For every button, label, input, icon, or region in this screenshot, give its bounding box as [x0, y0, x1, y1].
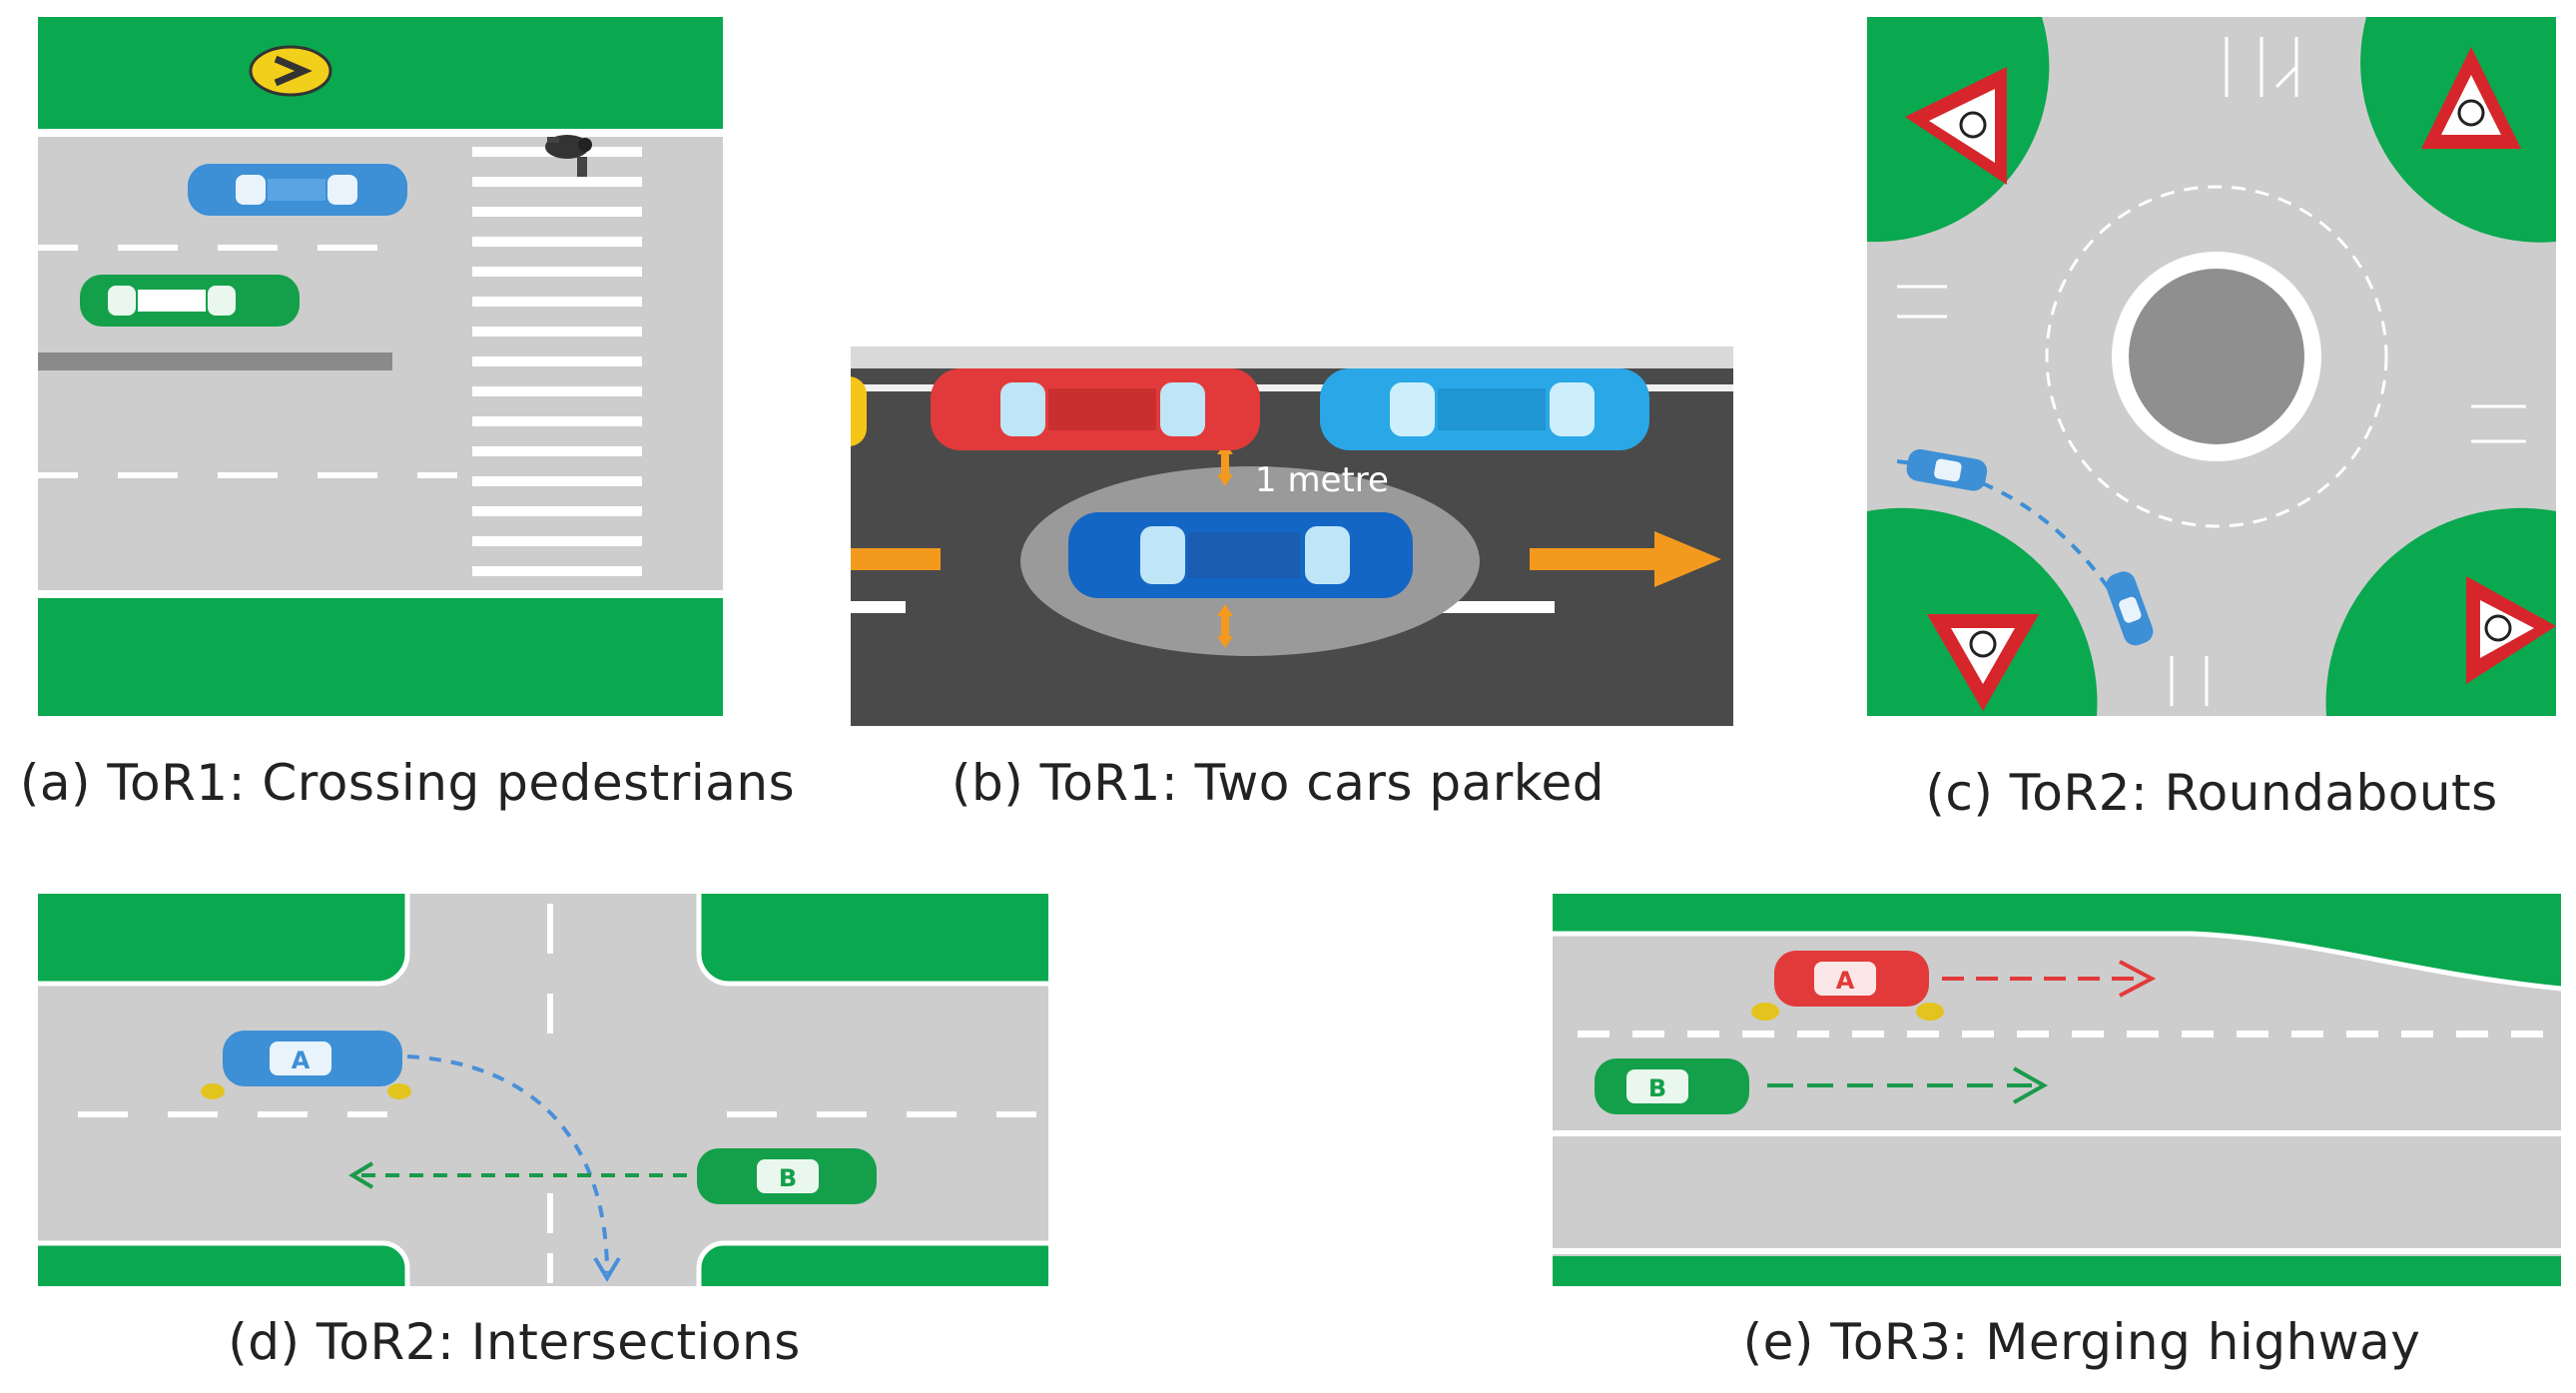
red-parked-car [931, 368, 1260, 450]
car-b-arrow-icon [2013, 1066, 2049, 1104]
zebra-crossing [472, 147, 642, 576]
blue-car [188, 164, 407, 216]
lane-markings [1578, 1031, 2543, 1038]
gap-arrow-bottom [1217, 604, 1233, 648]
roundabout-diagram [1867, 17, 2556, 716]
car-b: B [1595, 1058, 1749, 1114]
central-island [2129, 269, 2304, 444]
road-edge-bottom [38, 590, 723, 598]
lane-arrows [1897, 37, 2526, 706]
road-edge-bottom [1553, 1248, 2561, 1254]
arrow-tail [851, 548, 941, 570]
caption-e: (e) ToR3: Merging highway [1742, 1313, 2421, 1371]
give-way-sign-icon [1927, 614, 2039, 711]
cyan-parked-car [1320, 368, 1649, 450]
caption-b: (b) ToR1: Two cars parked [952, 754, 1605, 812]
straight-arrow-icon [348, 1161, 374, 1189]
road-edge-top [38, 129, 723, 137]
lane-markings [38, 245, 457, 478]
car-b-label: B [1648, 1074, 1666, 1102]
turn-path [406, 1054, 609, 1274]
panel-merging-highway: A B [1553, 894, 2561, 1286]
forward-arrow-icon [1530, 531, 1721, 587]
lane-divider-solid [1553, 1130, 2561, 1136]
car-a-label: A [292, 1046, 311, 1074]
intersection-diagram: A B [38, 894, 1048, 1286]
grass-corners [38, 894, 1048, 1286]
parking-line [851, 384, 1733, 391]
caption-d: (d) ToR2: Intersections [228, 1313, 801, 1371]
merging-highway-diagram: A B [1553, 894, 2561, 1286]
curb [851, 347, 1733, 368]
distance-label: 1 metre [1255, 460, 1389, 500]
yellow-car-edge [851, 376, 867, 446]
give-way-sign-icon [1905, 67, 2007, 185]
crossing-pedestrians-diagram [38, 17, 723, 716]
car-b-label: B [779, 1164, 797, 1192]
panel-roundabouts [1867, 17, 2556, 716]
grass-bottom [1553, 1256, 2561, 1286]
car-a: A [1751, 951, 1944, 1021]
direction-sign-icon [249, 45, 332, 97]
caption-a: (a) ToR1: Crossing pedestrians [19, 754, 796, 812]
passing-car [1068, 512, 1413, 598]
road-edges [38, 894, 1048, 1286]
panel-intersections: A B [38, 894, 1048, 1286]
two-cars-parked-diagram: 1 metre [851, 347, 1733, 726]
panel-crossing-pedestrians [38, 17, 723, 716]
circulating-lane-line [2045, 185, 2388, 528]
car-a: A [201, 1031, 411, 1099]
blue-car [2106, 571, 2154, 646]
panel-two-cars-parked: 1 metre [851, 347, 1733, 726]
pedestrian-icon [545, 135, 592, 177]
grass-top [1553, 894, 2561, 989]
blue-car [1906, 448, 1988, 491]
car-path [1896, 459, 2129, 618]
turn-arrow-icon [593, 1256, 621, 1282]
car-a-arrow-icon [2119, 960, 2157, 998]
median-strip [38, 352, 392, 370]
give-way-sign-icon [2421, 47, 2521, 149]
lane-markings [78, 904, 1036, 1283]
caption-c: (c) ToR2: Roundabouts [1925, 764, 2498, 822]
road-edge-top [1553, 931, 2561, 992]
car-a-label: A [1836, 967, 1855, 995]
car-b: B [697, 1148, 877, 1204]
give-way-sign-icon [2466, 576, 2556, 684]
green-car [80, 275, 300, 327]
